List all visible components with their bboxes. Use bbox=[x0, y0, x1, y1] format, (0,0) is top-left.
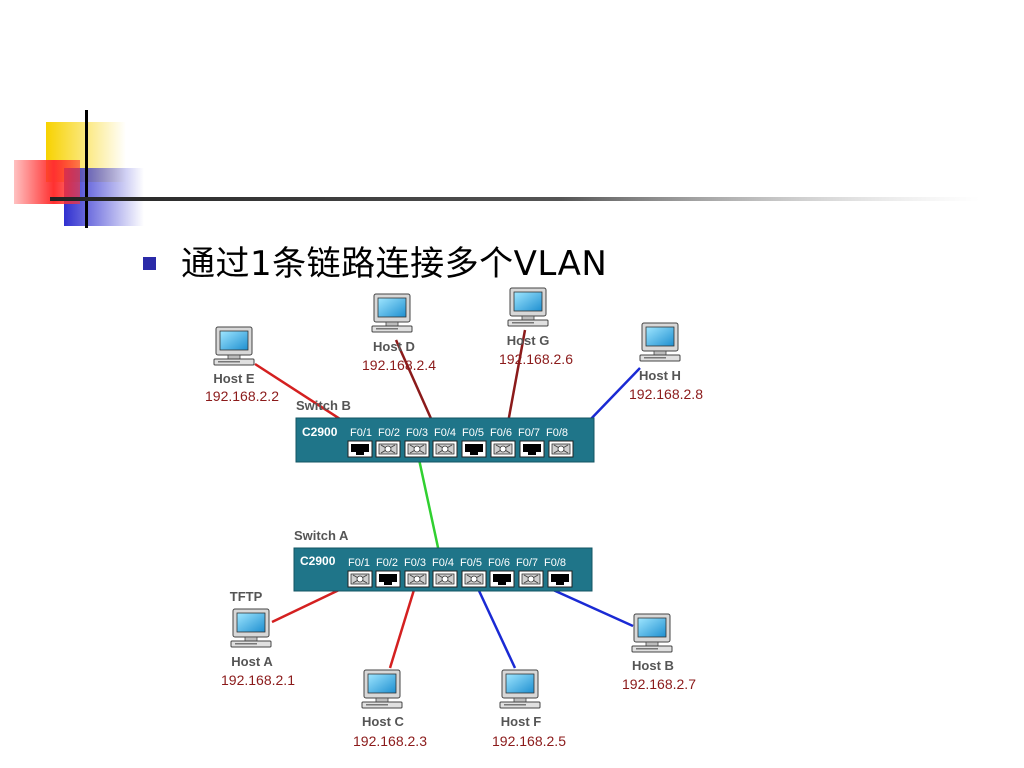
switch-b-port-label: F0/6 bbox=[490, 427, 512, 439]
switch-b-port bbox=[432, 440, 458, 458]
switch-b-port bbox=[404, 440, 430, 458]
switch-b-port bbox=[347, 440, 373, 458]
host-c: Host C 192.168.2.3 bbox=[353, 669, 427, 749]
title-ornament bbox=[14, 110, 980, 228]
switch-a: Switch A C2900 F0/1 F0/2 F0/3 F0/4 F0/5 … bbox=[293, 528, 593, 592]
host-ip: 192.168.2.1 bbox=[221, 672, 295, 688]
switch-a-model: C2900 bbox=[300, 554, 336, 568]
switch-b: Switch B C2900 F0/1 F0/2 F0/3 F0/4 F0/5 … bbox=[295, 398, 595, 463]
switch-a-port bbox=[547, 570, 573, 588]
switch-a-port bbox=[375, 570, 401, 588]
bullet-square-icon bbox=[143, 257, 156, 270]
host-d: Host D 192.168.2.4 bbox=[362, 293, 436, 373]
switch-a-port bbox=[461, 570, 487, 588]
switch-b-port-label: F0/4 bbox=[434, 427, 456, 439]
link-host-c bbox=[388, 579, 419, 669]
computer-icon bbox=[213, 326, 255, 366]
switch-a-port-label: F0/4 bbox=[432, 557, 454, 569]
host-name: Host F bbox=[501, 714, 542, 729]
computer-icon bbox=[371, 293, 413, 333]
switch-a-port-label: F0/8 bbox=[544, 557, 566, 569]
switch-b-model: C2900 bbox=[302, 425, 338, 439]
switch-b-port-label: F0/5 bbox=[462, 427, 484, 439]
host-b: Host B 192.168.2.7 bbox=[622, 613, 696, 692]
host-name: Host H bbox=[639, 368, 681, 383]
switch-a-port-label: F0/6 bbox=[488, 557, 510, 569]
host-ip: 192.168.2.7 bbox=[622, 676, 696, 692]
switch-b-port-label: F0/2 bbox=[378, 427, 400, 439]
host-name: Host A bbox=[231, 654, 273, 669]
computer-icon bbox=[507, 287, 549, 327]
switch-b-port bbox=[490, 440, 516, 458]
switch-a-port bbox=[432, 570, 458, 588]
host-ip: 192.168.2.6 bbox=[499, 351, 573, 367]
switch-b-port-label: F0/7 bbox=[518, 427, 540, 439]
ornament-red-square bbox=[14, 160, 80, 204]
host-f: Host F 192.168.2.5 bbox=[492, 669, 566, 749]
computer-icon bbox=[499, 669, 541, 709]
links bbox=[254, 329, 641, 669]
ornament-vertical-line bbox=[85, 110, 88, 228]
switch-a-port-label: F0/7 bbox=[516, 557, 538, 569]
switch-b-label: Switch B bbox=[296, 398, 351, 413]
host-name: Host C bbox=[362, 714, 405, 729]
host-a: TFTP Host A 192.168.2.1 bbox=[221, 589, 295, 688]
host-name: Host B bbox=[632, 658, 674, 673]
host-name: Host D bbox=[373, 339, 415, 354]
host-ip: 192.168.2.8 bbox=[629, 386, 703, 402]
link-host-f bbox=[472, 579, 517, 669]
computer-icon bbox=[639, 322, 681, 362]
computer-icon bbox=[631, 613, 673, 653]
computer-icon bbox=[230, 608, 272, 648]
switch-a-label: Switch A bbox=[294, 528, 349, 543]
switch-a-port bbox=[489, 570, 515, 588]
switch-a-port-label: F0/5 bbox=[460, 557, 482, 569]
switch-b-port-label: F0/8 bbox=[546, 427, 568, 439]
host-name: Host G bbox=[507, 333, 550, 348]
switch-b-port bbox=[461, 440, 487, 458]
host-e: Host E 192.168.2.2 bbox=[205, 326, 279, 404]
computer-icon bbox=[361, 669, 403, 709]
switch-b-port-label: F0/1 bbox=[350, 427, 372, 439]
switch-b-port bbox=[375, 440, 401, 458]
switch-b-port bbox=[519, 440, 545, 458]
switch-a-port bbox=[347, 570, 373, 588]
switch-b-port-label: F0/3 bbox=[406, 427, 428, 439]
host-g: Host G 192.168.2.6 bbox=[499, 287, 573, 367]
switch-a-port-label: F0/2 bbox=[376, 557, 398, 569]
switch-a-port-label: F0/3 bbox=[404, 557, 426, 569]
bullet-item: 通过1条链路连接多个VLAN bbox=[143, 236, 607, 285]
switch-a-port bbox=[404, 570, 430, 588]
switch-a-port bbox=[518, 570, 544, 588]
host-name: Host E bbox=[213, 371, 255, 386]
host-ip: 192.168.2.5 bbox=[492, 733, 566, 749]
bullet-text: 通过1条链路连接多个VLAN bbox=[181, 244, 608, 284]
switch-b-port bbox=[548, 440, 574, 458]
host-ip: 192.168.2.2 bbox=[205, 388, 279, 404]
switch-a-port-label: F0/1 bbox=[348, 557, 370, 569]
host-role-label: TFTP bbox=[230, 589, 263, 604]
host-ip: 192.168.2.4 bbox=[362, 357, 436, 373]
host-ip: 192.168.2.3 bbox=[353, 733, 427, 749]
host-h: Host H 192.168.2.8 bbox=[629, 322, 703, 402]
title-underline bbox=[50, 197, 980, 201]
